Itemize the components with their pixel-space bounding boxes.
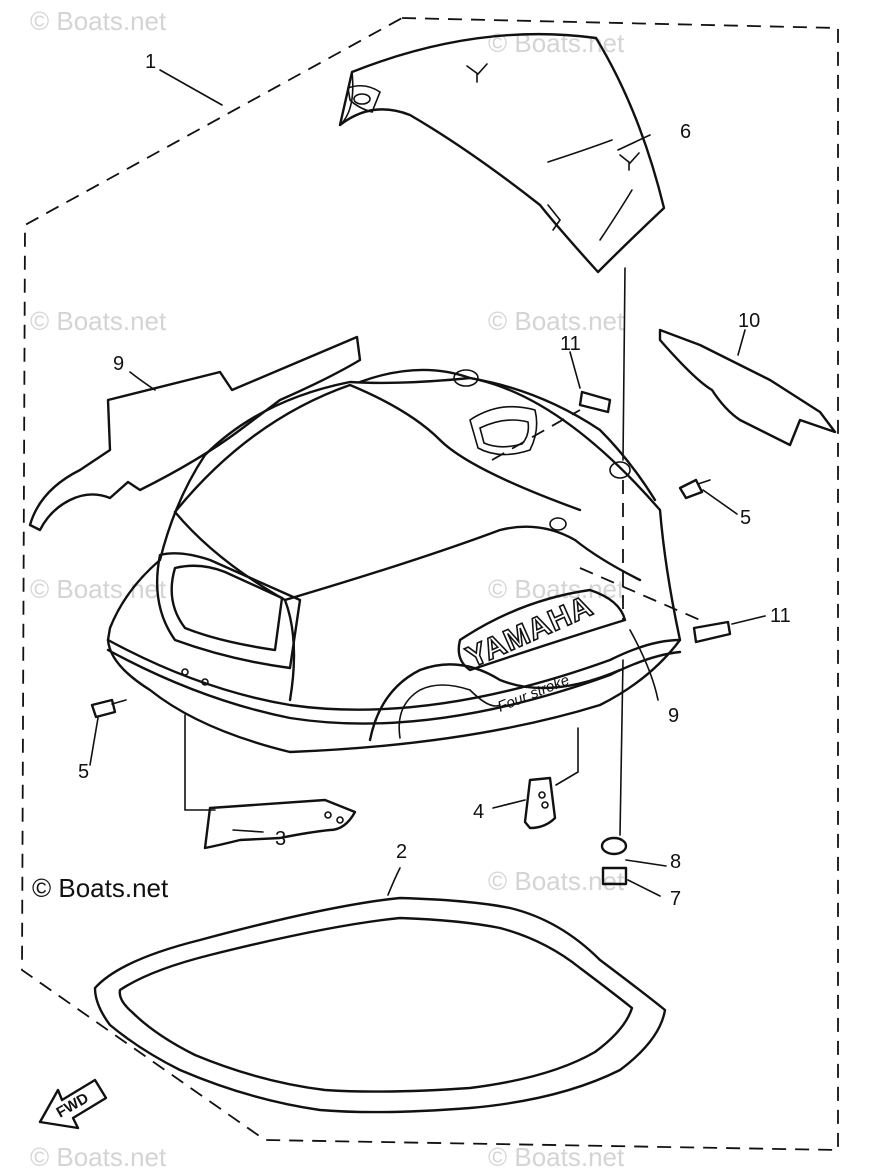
pad-part-11-lower — [692, 620, 732, 644]
callout-3: 3 — [275, 828, 286, 850]
callout-9-right: 9 — [668, 705, 679, 727]
watermark-group: © Boats.net © Boats.net © Boats.net © Bo… — [30, 6, 625, 1172]
fwd-arrow-icon: FWD — [38, 1078, 108, 1130]
top-cowling-part-1: YAMAHA Four stroke — [106, 368, 682, 754]
seal-part-2 — [93, 896, 667, 1114]
callout-2: 2 — [396, 841, 407, 863]
bolt-part-5-left — [90, 698, 127, 719]
callout-6: 6 — [680, 121, 691, 143]
four-stroke-label: Four stroke — [495, 672, 572, 716]
callout-10: 10 — [738, 310, 760, 332]
watermark-footer-right: © Boats.net — [488, 1142, 625, 1172]
top-cover-part-6 — [338, 32, 666, 274]
callout-4: 4 — [473, 801, 484, 823]
watermark-mid-right: © Boats.net — [488, 306, 625, 336]
callout-labels: 1 2 3 4 5 5 6 7 8 9 9 10 11 11 — [78, 51, 791, 910]
bolt-part-5-right — [678, 478, 711, 500]
watermark-copyright: © Boats.net — [32, 873, 169, 903]
callout-8: 8 — [670, 851, 681, 873]
watermark-mid-left: © Boats.net — [30, 306, 167, 336]
pad-part-11-upper — [578, 390, 612, 414]
nut-part-7 — [601, 866, 628, 886]
bracket-part-4 — [523, 776, 557, 830]
callout-7: 7 — [670, 888, 681, 910]
callout-11-upper: 11 — [560, 333, 581, 355]
callout-9-left: 9 — [113, 353, 124, 375]
watermark-lower-right: © Boats.net — [488, 574, 625, 604]
decal-part-10-right — [658, 328, 837, 447]
watermark-top-right: © Boats.net — [488, 28, 625, 58]
watermark-footer-left: © Boats.net — [30, 1142, 167, 1172]
watermark-lower-left: © Boats.net — [30, 574, 167, 604]
leader-lines — [89, 69, 766, 897]
decal-part-9-left — [28, 335, 362, 532]
washer-part-8 — [600, 836, 628, 856]
callout-11-lower: 11 — [770, 605, 791, 627]
callout-5-right: 5 — [740, 507, 751, 529]
callout-1: 1 — [145, 51, 156, 73]
watermark-bottom-right: © Boats.net — [488, 866, 625, 896]
callout-5-left: 5 — [78, 761, 89, 783]
bracket-part-3 — [203, 798, 357, 850]
watermark-top-left: © Boats.net — [30, 6, 167, 36]
